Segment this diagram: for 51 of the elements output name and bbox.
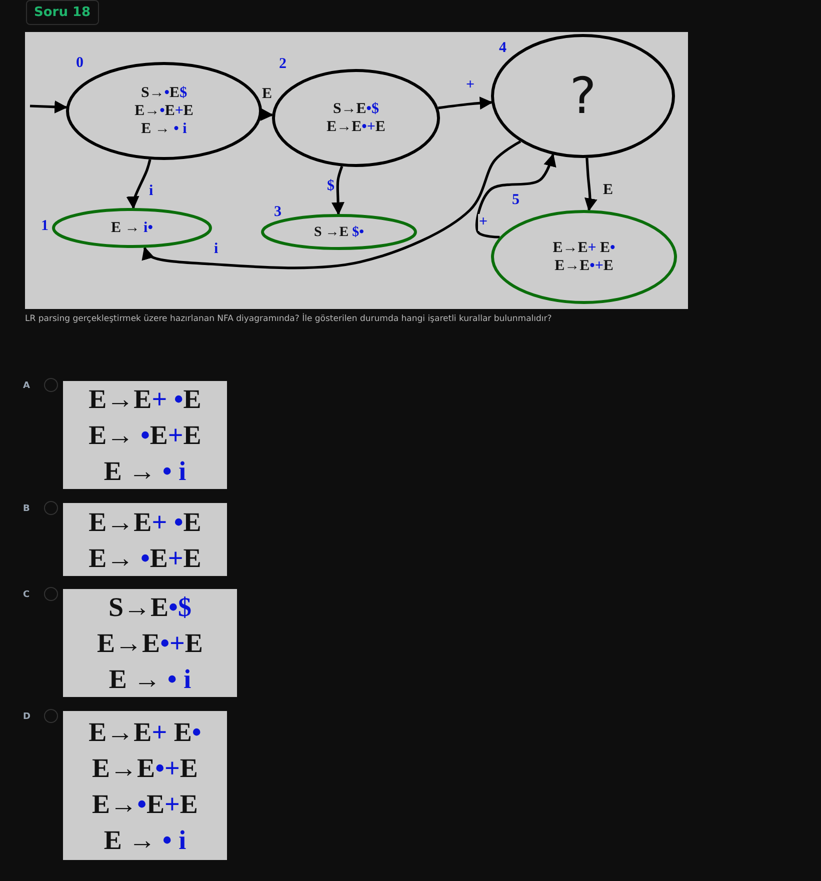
production-rule: E→E+ •E [88, 506, 202, 538]
production-rule: E → • i [141, 120, 187, 138]
question-text: LR parsing gerçekleştirmek üzere hazırlanan NFA diyagramında? İle gösterilen durumda hangi işaretli kurallar bulunmalıdır? [25, 314, 552, 324]
arrow [584, 158, 598, 212]
state-ellipse [491, 34, 675, 158]
production-rule: E→•E+E [134, 102, 194, 120]
production-rule: E → • i [108, 663, 192, 696]
production-rule: E→ •E+E [88, 419, 202, 452]
production-rule: E→E•+E [554, 257, 614, 275]
arrow [475, 153, 556, 238]
state-number: 3 [274, 204, 282, 221]
production-rule: S →E $• [314, 224, 364, 240]
option-letter: D [23, 712, 30, 722]
production-rule: E → i• [111, 219, 153, 237]
production-rule: E→•E+E [92, 788, 198, 820]
answer-option-box [63, 711, 227, 860]
production-rule: E→E•+E [326, 118, 386, 136]
production-rule: E→E•+E [97, 627, 203, 660]
answer-option-box [63, 381, 227, 489]
state-ellipse [491, 210, 677, 304]
answer-option-box [63, 589, 237, 697]
edge-label: + [478, 214, 489, 231]
arrow [30, 100, 68, 114]
production-rule: E→E•+E [92, 752, 198, 784]
production-rule: ? [570, 70, 596, 122]
arrow [260, 108, 274, 121]
arrow [438, 96, 493, 110]
option-letter: B [23, 504, 30, 514]
state-number: 2 [279, 56, 286, 73]
production-rule: E→E+ E• [88, 716, 202, 748]
state-number: 4 [499, 40, 506, 57]
arrow [142, 140, 522, 270]
state-number: 0 [76, 55, 84, 72]
production-rule: E→E+ E• [552, 239, 616, 257]
state-number: 5 [512, 192, 520, 209]
arrow [126, 159, 152, 210]
answer-option-box [63, 503, 227, 576]
state-ellipse [272, 69, 440, 167]
production-rule: S→•E$ [140, 84, 188, 102]
arrow [331, 166, 344, 216]
production-rule: E→E+ •E [88, 383, 202, 416]
production-rule: E → • i [104, 824, 186, 856]
question-number-badge: Soru 18 [26, 0, 99, 25]
production-rule: S→E•$ [108, 591, 192, 624]
state-number: 1 [41, 218, 48, 235]
state-ellipse [52, 208, 212, 248]
production-rule: S→E•$ [332, 100, 380, 118]
production-rule: E → • i [104, 455, 186, 488]
production-rule: E→ •E+E [88, 542, 202, 574]
option-letter: C [23, 590, 30, 600]
option-letter: A [23, 381, 30, 391]
